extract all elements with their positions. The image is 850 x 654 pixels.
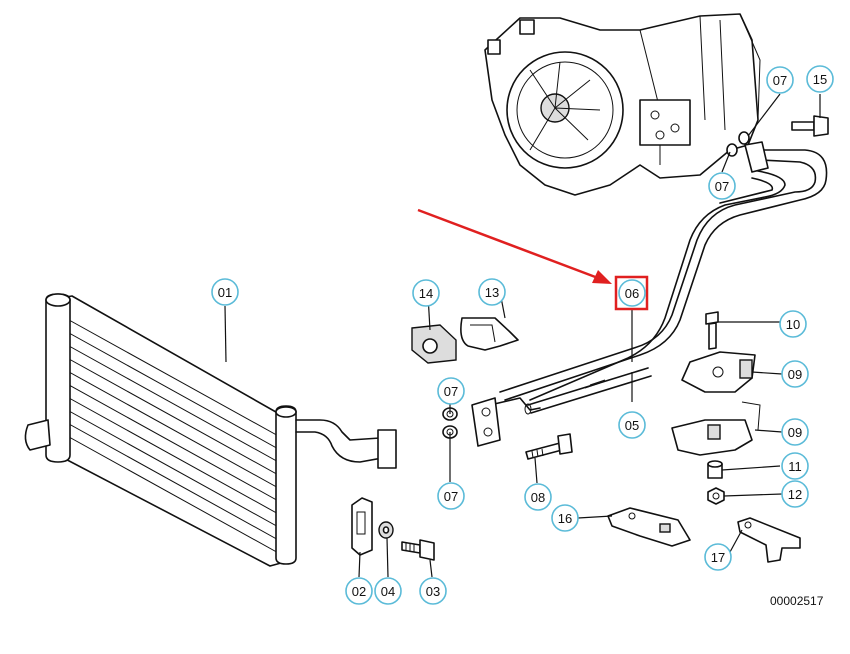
svg-text:15: 15 — [813, 72, 827, 87]
callout-01[interactable]: 01 — [211, 278, 239, 306]
callout-16[interactable]: 16 — [551, 504, 579, 532]
callout-05[interactable]: 05 — [618, 411, 646, 439]
cooler-lines — [489, 141, 828, 411]
callout-14[interactable]: 14 — [412, 279, 440, 307]
callout-07-transmission-top[interactable]: 07 — [766, 66, 794, 94]
svg-text:12: 12 — [788, 487, 802, 502]
highlight-arrow — [417, 208, 612, 284]
svg-text:13: 13 — [485, 285, 499, 300]
callout-12[interactable]: 12 — [781, 480, 809, 508]
part-05-pipe — [524, 367, 652, 415]
svg-text:02: 02 — [352, 584, 366, 599]
svg-text:10: 10 — [786, 317, 800, 332]
callout-08[interactable]: 08 — [524, 483, 552, 511]
svg-text:14: 14 — [419, 286, 433, 301]
svg-text:09: 09 — [788, 367, 802, 382]
callout-13[interactable]: 13 — [478, 278, 506, 306]
svg-text:16: 16 — [558, 511, 572, 526]
svg-text:11: 11 — [788, 459, 802, 474]
part-02-bracket — [351, 497, 373, 556]
svg-text:17: 17 — [711, 550, 725, 565]
svg-text:05: 05 — [625, 418, 639, 433]
svg-text:04: 04 — [381, 584, 395, 599]
part-12-nut — [707, 487, 725, 505]
svg-text:07: 07 — [444, 489, 458, 504]
svg-text:09: 09 — [788, 425, 802, 440]
svg-text:07: 07 — [773, 73, 787, 88]
oil-cooler-radiator — [24, 293, 397, 567]
callout-06-highlighted[interactable]: 06 — [614, 275, 649, 311]
leader-lines — [224, 93, 821, 578]
part-08-bolt — [525, 433, 573, 460]
svg-text:01: 01 — [218, 285, 232, 300]
part-11-sleeve — [707, 460, 723, 479]
callout-15[interactable]: 15 — [806, 65, 834, 93]
callout-17[interactable]: 17 — [704, 543, 732, 571]
part-09-bracket-lower — [671, 401, 761, 456]
part-09-bracket-upper — [681, 351, 756, 393]
callout-07-connector-top[interactable]: 07 — [437, 377, 465, 405]
part-03-bolt — [401, 539, 435, 561]
part-13-clamp — [460, 317, 519, 351]
svg-text:07: 07 — [444, 384, 458, 399]
callout-03[interactable]: 03 — [419, 577, 447, 605]
callout-10[interactable]: 10 — [779, 310, 807, 338]
diagram-reference-number: 00002517 — [770, 594, 824, 608]
callout-07-connector-bottom[interactable]: 07 — [437, 482, 465, 510]
callout-09-lower[interactable]: 09 — [781, 418, 809, 446]
part-16-bracket — [607, 507, 691, 547]
svg-text:07: 07 — [715, 179, 729, 194]
callout-11[interactable]: 11 — [781, 452, 809, 480]
callout-07-transmission-bottom[interactable]: 07 — [708, 172, 736, 200]
callout-09-upper[interactable]: 09 — [781, 360, 809, 388]
part-14-bracket — [411, 324, 457, 364]
svg-text:06: 06 — [625, 286, 639, 301]
callout-02[interactable]: 02 — [345, 577, 373, 605]
svg-text:08: 08 — [531, 490, 545, 505]
part-15-bolt — [791, 115, 829, 137]
transmission-housing — [484, 13, 761, 196]
connector-fitting — [442, 397, 501, 447]
svg-text:03: 03 — [426, 584, 440, 599]
part-17-bracket — [737, 517, 801, 563]
callout-04[interactable]: 04 — [374, 577, 402, 605]
part-10-bolt — [705, 311, 719, 350]
part-04-washer — [378, 521, 394, 539]
